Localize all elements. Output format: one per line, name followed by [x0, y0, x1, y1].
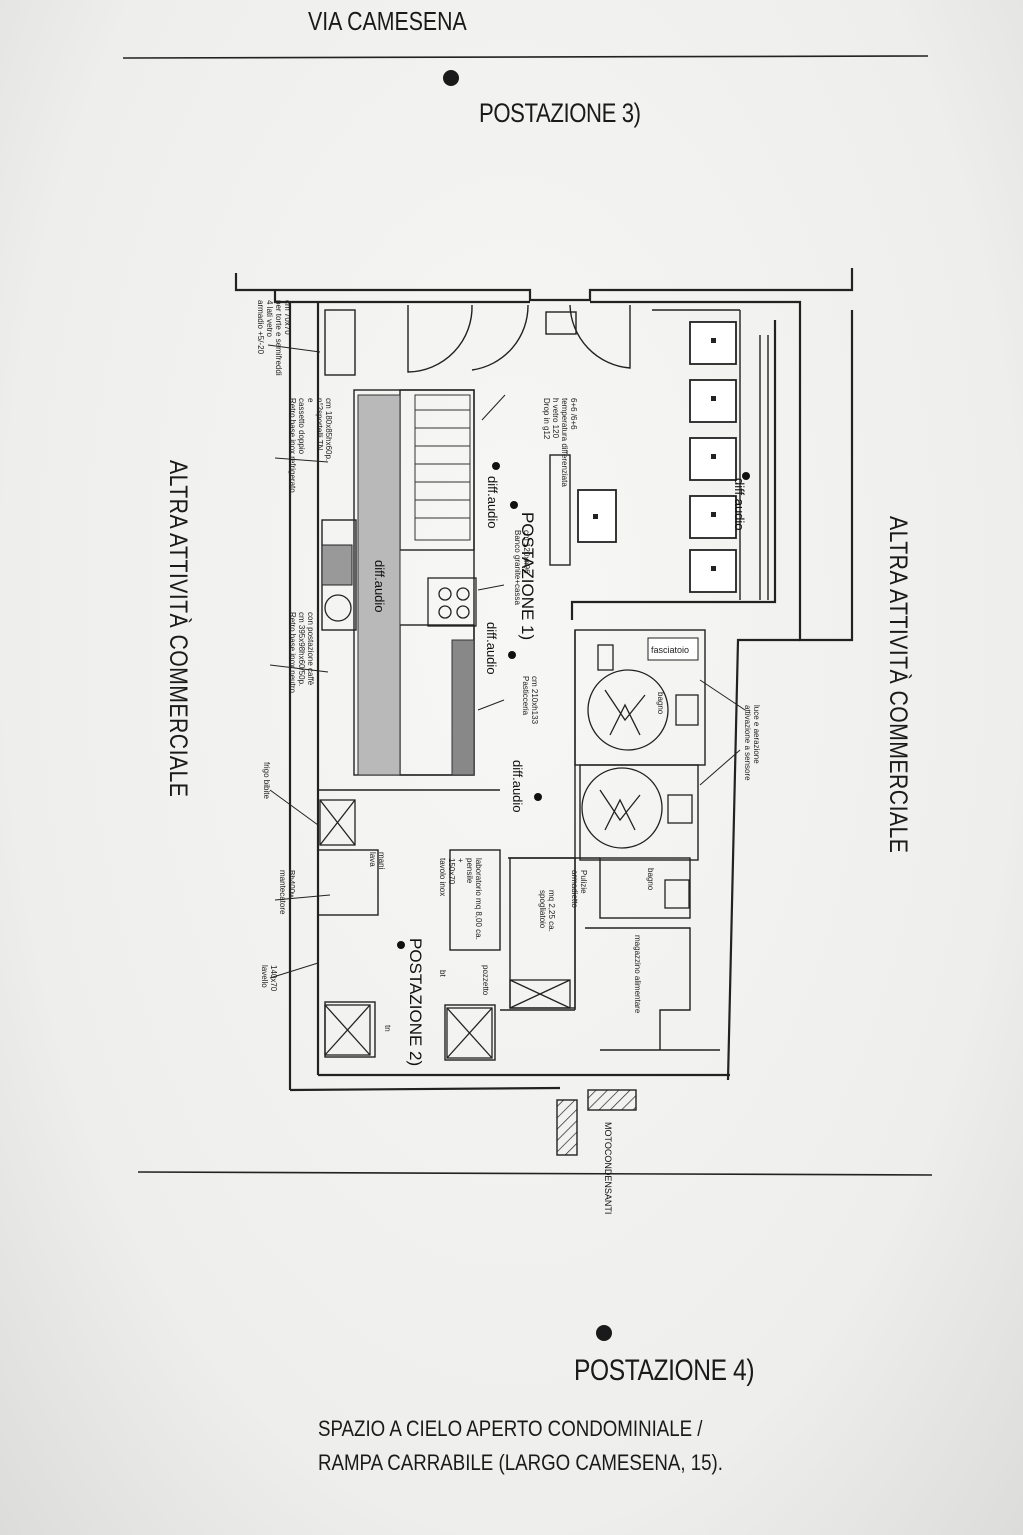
note-bagno-1: bagno [656, 692, 665, 715]
outer-walls [234, 268, 854, 1092]
note-magazzino: magazzino alimentare [633, 935, 642, 1014]
audio-label-3: diff.audio [484, 622, 499, 675]
note-fasciatoio: fasciatoio [651, 645, 689, 655]
station-4-marker [596, 1325, 612, 1341]
note-bagno-2: bagno [646, 868, 655, 891]
audio-markers [397, 462, 750, 949]
note-tn: tn [383, 1025, 392, 1032]
motocondensanti-label: MOTOCONDENSANTI [603, 1122, 613, 1214]
condenser-box-2 [556, 1099, 578, 1156]
note-mantecatore: mantecatore Bh400w. [278, 870, 296, 917]
condenser-box-1 [587, 1089, 637, 1111]
station-1-label: POSTAZIONE 1) [518, 512, 537, 640]
note-pozzetto: pozzetto [481, 965, 490, 996]
note-retro-neutro: Retro base inox neutro cm 395x98hx60/50p… [288, 612, 315, 695]
station-4-label: POSTAZIONE 4) [574, 1354, 755, 1387]
leader-lines [267, 344, 746, 979]
note-retro-refrigerato: Retro base inox refrigerato cassetto dop… [288, 398, 333, 495]
courtyard-line [137, 1171, 933, 1176]
note-bt: bt [438, 970, 447, 977]
chairs [577, 321, 737, 593]
audio-label-4: diff.audio [510, 760, 525, 813]
counter-grid [357, 394, 401, 776]
station-3-label: POSTAZIONE 3) [479, 98, 641, 128]
note-armadio: armadio +5/-20 4 lati vetro per torte e … [256, 300, 292, 378]
crossed-boxes [319, 799, 571, 1059]
note-pasticceria: Pasticceria cm 210xh133 [521, 676, 539, 725]
street-line-top [122, 55, 929, 59]
note-spogliatoio: spogliatoio mq 2,25 ca. [538, 890, 556, 932]
audio-label-5: diff.audio [732, 478, 747, 531]
street-name-top: VIA CAMESENA [308, 6, 467, 36]
note-frigo: frigo bibite [262, 762, 271, 799]
note-lavello: lavello 140x70 [260, 965, 278, 992]
note-sensore: attivazione a sensore luce e aerazione [743, 705, 761, 783]
accessible-wc [581, 644, 699, 909]
station-3-marker [443, 70, 459, 86]
note-lava-mani: lava mani [368, 852, 386, 870]
note-banco: Banco granite+cassa cm 120xh96 [513, 530, 531, 607]
audio-label-1: diff.audio [485, 476, 500, 529]
audio-label-2: diff.audio [372, 560, 387, 613]
footer-line-2: RAMPA CARRABILE (LARGO CAMESENA, 15). [318, 1450, 723, 1475]
note-armadietto: armadietto Pulizie [570, 870, 588, 910]
note-drop: Drop in g12 h vetro 120 temperatura diff… [542, 398, 578, 489]
station-2-label: POSTAZIONE 2) [406, 938, 425, 1066]
footer-line-1: SPAZIO A CIELO APERTO CONDOMINIALE / [318, 1416, 703, 1441]
note-tavolo: tavolo inox 150x70 + pensile laboratorio… [438, 858, 483, 940]
